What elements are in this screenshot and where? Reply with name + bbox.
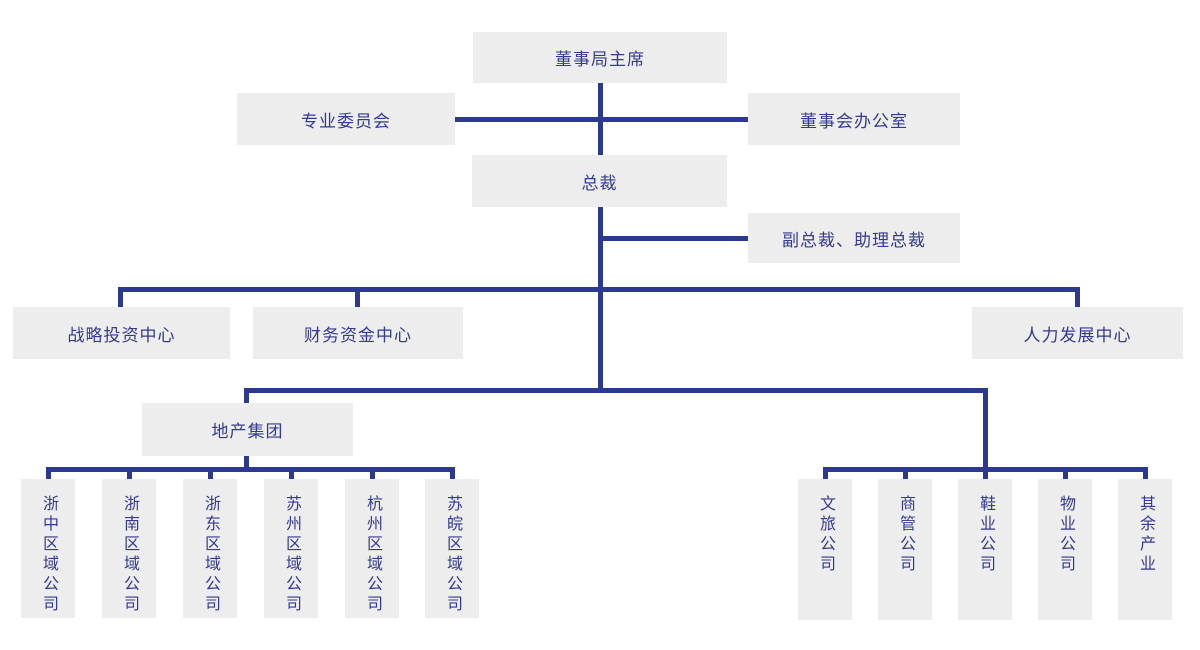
connector-stub-regional-2 bbox=[127, 467, 132, 479]
node-strategy-investment-center: 战略投资中心 bbox=[13, 307, 230, 359]
connector-stub-other-businesses bbox=[983, 388, 988, 472]
node-other-business-1: 文旅公司 bbox=[798, 479, 852, 620]
node-regional-company-4: 苏州区域公司 bbox=[264, 479, 318, 618]
connector-stub-finance-center bbox=[355, 287, 360, 307]
connector-stub-strategy-center bbox=[118, 287, 123, 307]
connector-president-trunk bbox=[598, 207, 603, 393]
connector-stub-regional-1 bbox=[46, 467, 51, 479]
node-professional-committee: 专业委员会 bbox=[237, 93, 455, 145]
node-vice-presidents: 副总裁、助理总裁 bbox=[748, 213, 960, 263]
node-property-group: 地产集团 bbox=[142, 403, 353, 456]
connector-stub-other-2 bbox=[903, 467, 908, 479]
node-other-business-3: 鞋业公司 bbox=[958, 479, 1012, 620]
connector-regional-horizontal bbox=[46, 467, 455, 472]
connector-committee-boardoffice bbox=[455, 117, 748, 122]
node-regional-company-1: 浙中区域公司 bbox=[21, 479, 75, 618]
node-other-business-2: 商管公司 bbox=[878, 479, 932, 620]
node-president: 总裁 bbox=[472, 155, 727, 207]
connector-stub-regional-3 bbox=[208, 467, 213, 479]
connector-centers-horizontal bbox=[118, 287, 1080, 292]
node-other-business-4: 物业公司 bbox=[1038, 479, 1092, 620]
connector-stub-other-3 bbox=[983, 467, 988, 479]
node-other-business-5: 其余产业 bbox=[1118, 479, 1172, 620]
connector-stub-other-5 bbox=[1143, 467, 1148, 479]
connector-vice-presidents bbox=[603, 236, 748, 241]
connector-property-group-children bbox=[244, 456, 249, 472]
connector-stub-regional-6 bbox=[450, 467, 455, 479]
connector-groups-horizontal bbox=[244, 388, 988, 393]
node-regional-company-5: 杭州区域公司 bbox=[345, 479, 399, 618]
node-regional-company-6: 苏皖区域公司 bbox=[425, 479, 479, 618]
connector-stub-hr-center bbox=[1075, 287, 1080, 307]
node-finance-funds-center: 财务资金中心 bbox=[253, 307, 463, 359]
connector-stub-property-group bbox=[244, 388, 249, 403]
connector-stub-other-4 bbox=[1063, 467, 1068, 479]
node-regional-company-3: 浙东区域公司 bbox=[183, 479, 237, 618]
connector-stub-regional-4 bbox=[289, 467, 294, 479]
node-board-office: 董事会办公室 bbox=[748, 93, 960, 145]
connector-stub-other-1 bbox=[823, 467, 828, 479]
connector-stub-regional-5 bbox=[370, 467, 375, 479]
node-chairman: 董事局主席 bbox=[473, 32, 727, 83]
node-hr-development-center: 人力发展中心 bbox=[972, 307, 1183, 359]
node-regional-company-2: 浙南区域公司 bbox=[102, 479, 156, 618]
